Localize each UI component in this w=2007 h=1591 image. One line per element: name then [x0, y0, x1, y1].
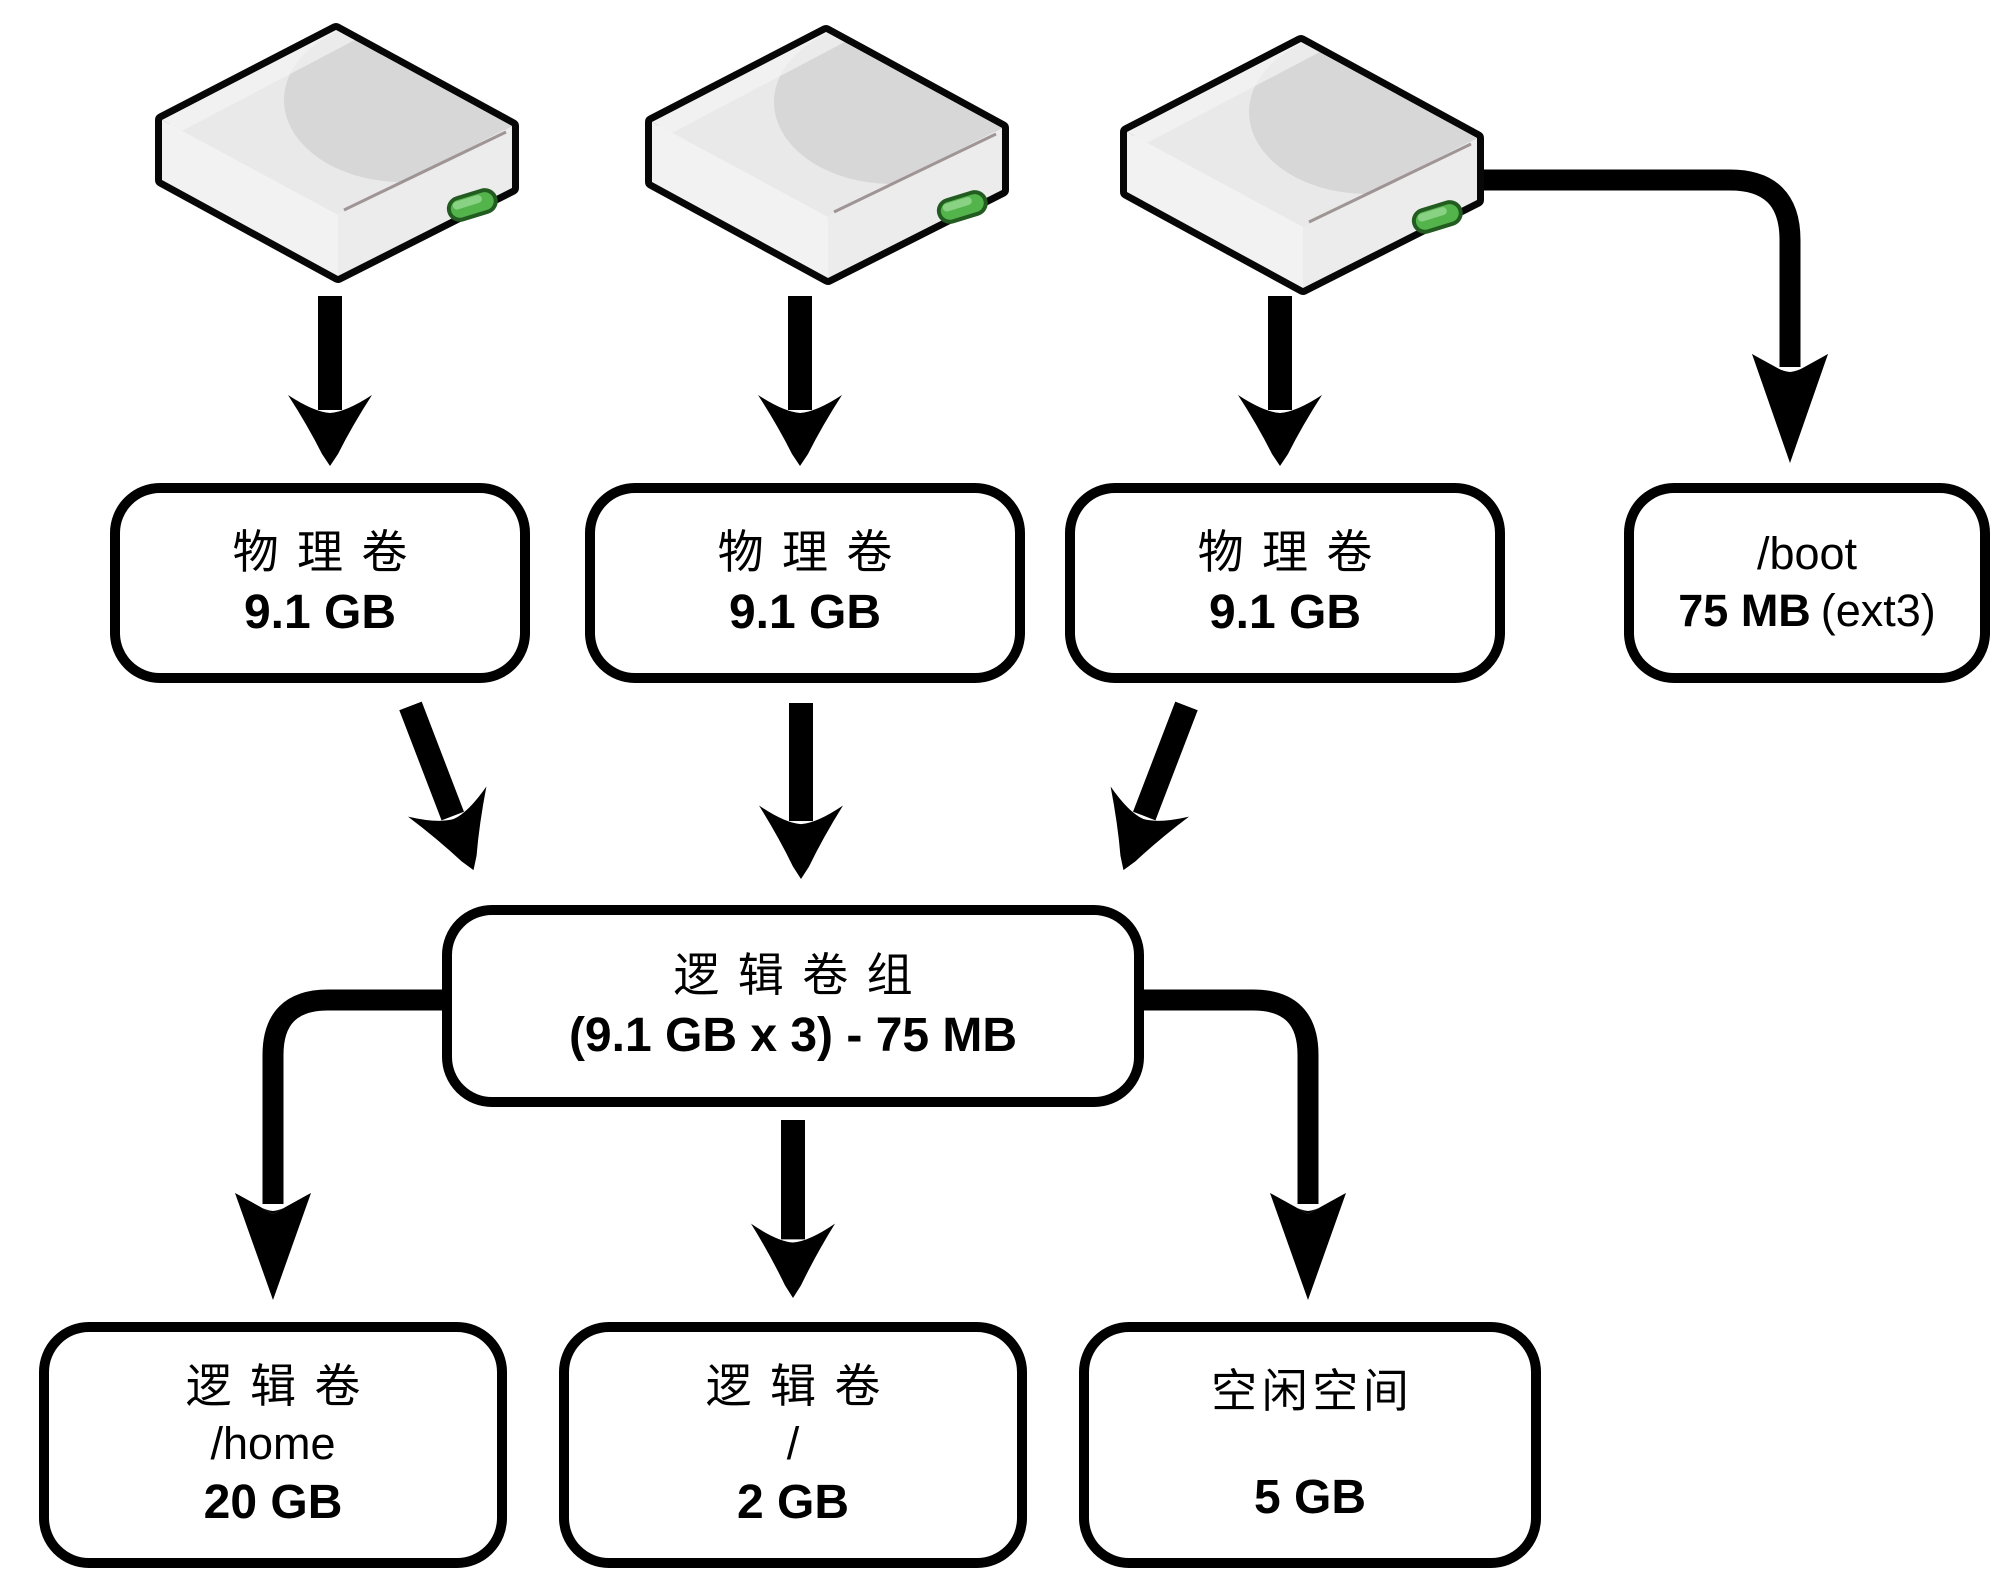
free-space-box: 空闲空间 5 GB [1079, 1322, 1541, 1568]
physical-volume-box-3: 物理卷 9.1 GB [1065, 483, 1505, 683]
pv2-title: 物理卷 [717, 525, 911, 578]
lv-root-path: / [786, 1418, 800, 1470]
boot-path: /boot [1756, 528, 1858, 580]
physical-volume-box-1: 物理卷 9.1 GB [110, 483, 530, 683]
lv-root-size: 2 GB [736, 1475, 850, 1529]
lv-home-path: /home [210, 1418, 336, 1470]
arrow-vg-to-free-space-icon [1121, 989, 1346, 1300]
free-space-title: 空闲空间 [1211, 1364, 1414, 1417]
arrow-vg-to-lv-home-icon [235, 989, 460, 1300]
pv1-title: 物理卷 [232, 525, 426, 578]
lv-home-size: 20 GB [203, 1475, 343, 1529]
boot-partition-box: /boot 75 MB(ext3) [1624, 483, 1990, 683]
arrow-disk3-to-boot-icon [1460, 169, 1828, 463]
boot-filesystem: (ext3) [1820, 584, 1936, 636]
lv-root-title: 逻辑卷 [705, 1360, 899, 1413]
free-space-size: 5 GB [1253, 1470, 1367, 1524]
volume-group-box: 逻辑卷组 (9.1 GB x 3) - 75 MB [442, 905, 1144, 1107]
pv3-size: 9.1 GB [1208, 585, 1362, 639]
physical-volume-box-2: 物理卷 9.1 GB [585, 483, 1025, 683]
logical-volume-home-box: 逻辑卷 /home 20 GB [39, 1322, 507, 1568]
pv1-size: 9.1 GB [243, 585, 397, 639]
vg-formula: (9.1 GB x 3) - 75 MB [568, 1008, 1018, 1062]
logical-volume-root-box: 逻辑卷 / 2 GB [559, 1322, 1027, 1568]
boot-size: 75 MB [1678, 584, 1811, 636]
boot-size-line: 75 MB(ext3) [1678, 585, 1935, 637]
pv3-title: 物理卷 [1197, 525, 1391, 578]
vg-title: 逻辑卷组 [673, 948, 931, 1001]
pv2-size: 9.1 GB [728, 585, 882, 639]
lv-home-title: 逻辑卷 [185, 1360, 379, 1413]
